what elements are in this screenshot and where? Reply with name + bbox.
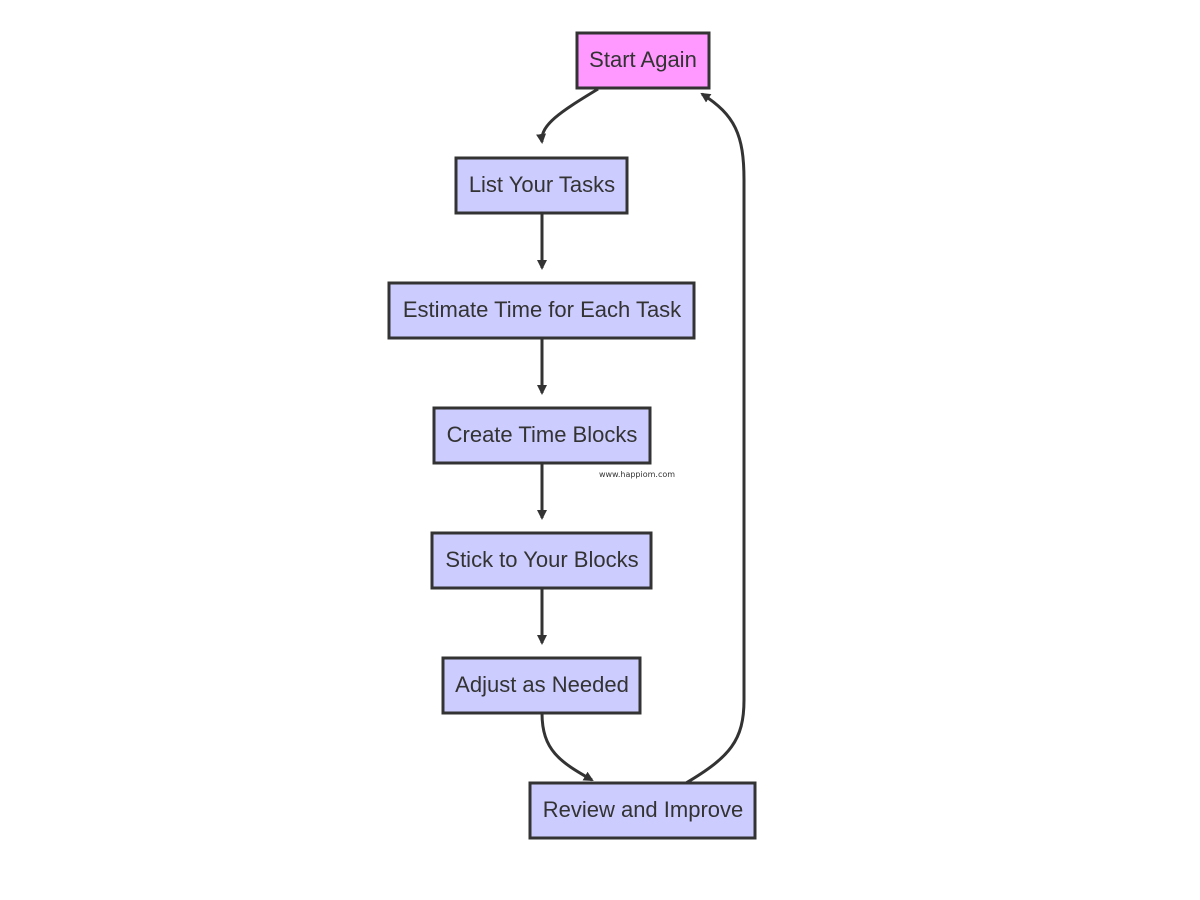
- node-adjust-as-needed-box: [441, 656, 642, 715]
- node-adjust-as-needed-label: Adjust as Needed: [455, 672, 629, 697]
- node-review-and-improve-label: Review and Improve: [543, 797, 744, 822]
- edge-adjust-to-review: [540, 712, 594, 782]
- node-create-time-blocks-box: [432, 406, 652, 465]
- node-stick-to-blocks-label: Stick to Your Blocks: [445, 547, 638, 572]
- node-start-again-label: Start Again: [589, 47, 697, 72]
- node-estimate-time-label: Estimate Time for Each Task: [403, 297, 682, 322]
- node-list-your-tasks-box: [454, 156, 629, 215]
- edges: [536, 87, 746, 785]
- node-start-again: Start Again: [575, 31, 711, 90]
- node-adjust-as-needed: Adjust as Needed: [441, 656, 642, 715]
- node-create-time-blocks: Create Time Blocks: [432, 406, 652, 465]
- node-estimate-time: Estimate Time for Each Task: [387, 281, 696, 340]
- node-stick-to-blocks: Stick to Your Blocks: [430, 531, 653, 590]
- edge-start-to-list: [536, 87, 599, 144]
- watermark-text: www.happiom.com: [599, 470, 675, 479]
- node-create-time-blocks-label: Create Time Blocks: [447, 422, 638, 447]
- node-estimate-time-box: [387, 281, 696, 340]
- node-start-again-box: [575, 31, 711, 90]
- node-review-and-improve: Review and Improve: [528, 781, 757, 840]
- node-list-your-tasks-label: List Your Tasks: [469, 172, 615, 197]
- edge-review-to-start: [685, 92, 746, 785]
- node-list-your-tasks: List Your Tasks: [454, 156, 629, 215]
- node-stick-to-blocks-box: [430, 531, 653, 590]
- node-review-and-improve-box: [528, 781, 757, 840]
